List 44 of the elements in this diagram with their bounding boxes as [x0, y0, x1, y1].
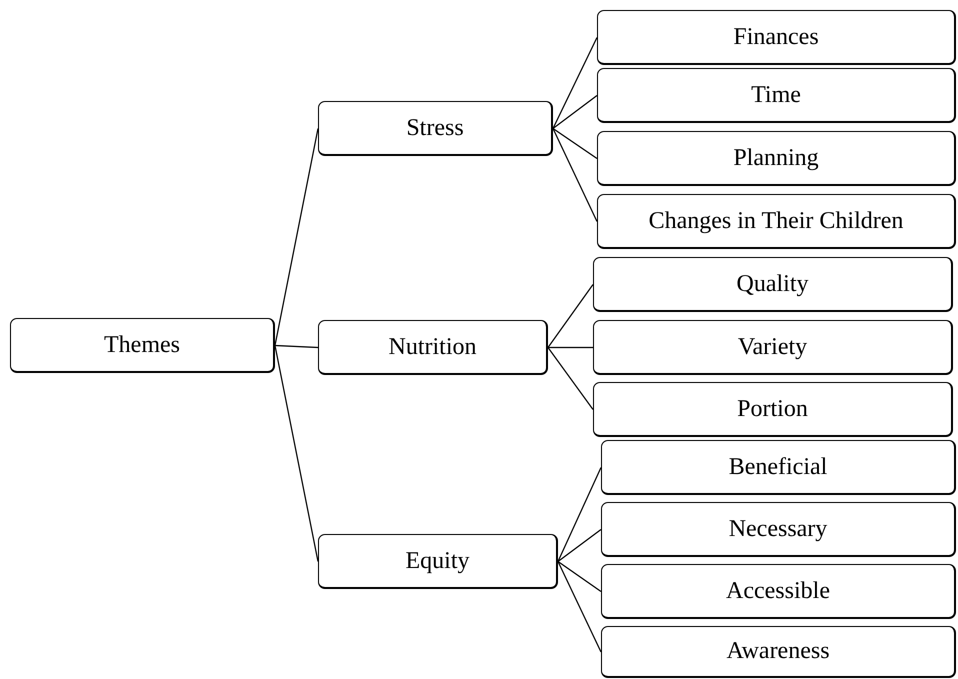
topic-box	[601, 626, 956, 678]
connector-line	[548, 346, 593, 348]
topic-label: Nutrition	[388, 334, 476, 360]
topic-box	[601, 564, 956, 619]
topic-label: Beneficial	[728, 454, 828, 480]
topic-box	[318, 320, 548, 375]
topic-label: Time	[751, 82, 801, 108]
connector-line	[557, 561, 602, 652]
connector-line	[552, 95, 598, 129]
topic-label: Variety	[738, 334, 808, 360]
topic-label: Necessary	[728, 516, 828, 542]
topic-box	[597, 194, 956, 249]
connector-line	[274, 344, 318, 348]
topic-box	[597, 131, 956, 186]
topic-label: Stress	[406, 114, 464, 142]
connector-line	[552, 128, 598, 159]
topic-box	[601, 440, 956, 495]
topic-box	[318, 101, 553, 156]
connector-line	[558, 561, 602, 592]
topic-label: Themes	[104, 332, 180, 358]
topic-label: Quality	[736, 270, 808, 298]
connector-line	[552, 37, 598, 129]
connector-line	[274, 345, 319, 562]
topic-box	[597, 68, 956, 123]
connector-line	[274, 128, 319, 346]
topic-box	[593, 257, 953, 312]
topic-box	[597, 10, 956, 65]
connector-line	[548, 284, 594, 348]
connector-line	[552, 128, 598, 222]
topic-box	[10, 318, 275, 373]
topic-box	[318, 534, 558, 589]
connector-line	[557, 467, 602, 562]
topic-box	[593, 382, 953, 437]
topic-label: Planning	[733, 144, 819, 172]
topic-label: Awareness	[726, 638, 830, 665]
topic-label: Finances	[733, 24, 819, 50]
topic-box	[601, 502, 956, 557]
topic-box	[593, 320, 953, 375]
topic-label: Changes in Their Children	[648, 208, 904, 234]
topic-label: Accessible	[726, 578, 830, 604]
topic-label: Portion	[737, 396, 808, 422]
connector-line	[558, 529, 602, 562]
connector-line	[548, 347, 594, 410]
topic-label: Equity	[406, 548, 470, 574]
